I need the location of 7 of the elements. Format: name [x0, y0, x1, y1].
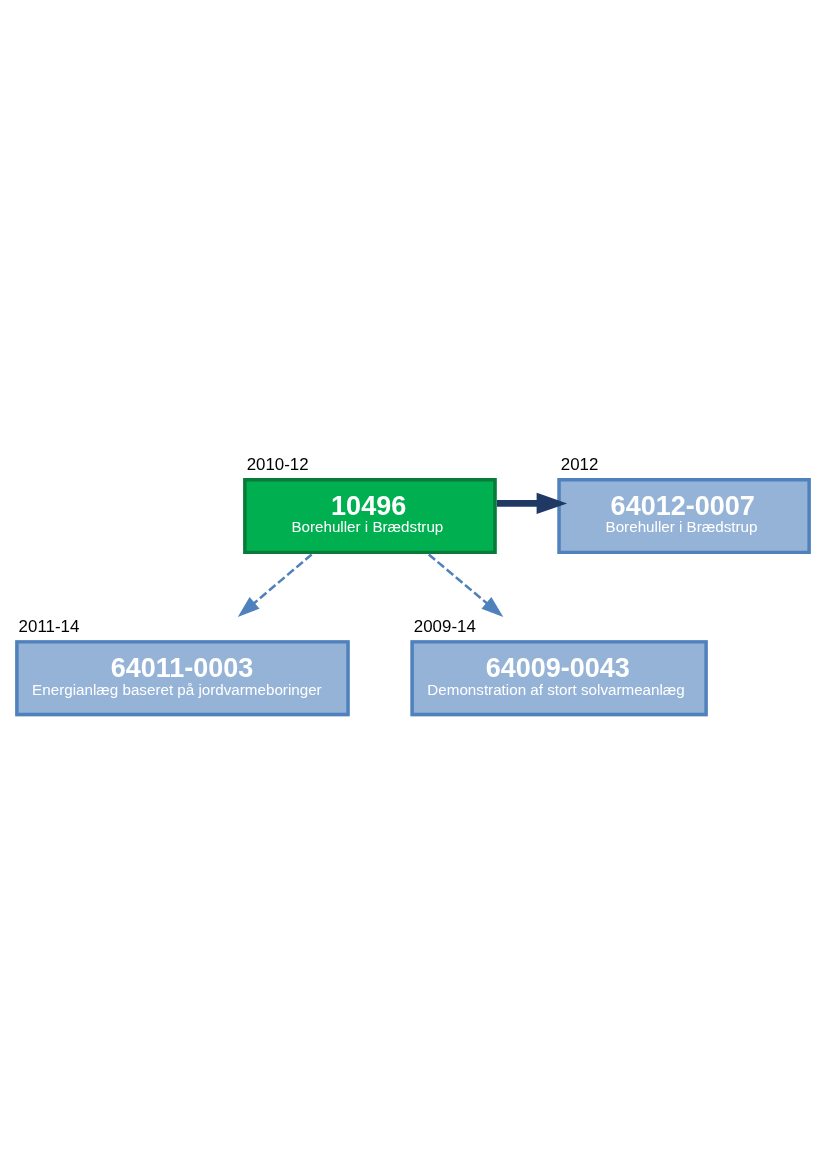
arrow: [496, 492, 568, 515]
node-label: 2012: [560, 454, 599, 474]
node-label: 2010-12: [246, 454, 309, 474]
node-label: 2009-14: [413, 616, 476, 636]
arrow: [427, 553, 504, 617]
arrow: [237, 553, 313, 618]
node-label: 2011-14: [18, 616, 80, 636]
